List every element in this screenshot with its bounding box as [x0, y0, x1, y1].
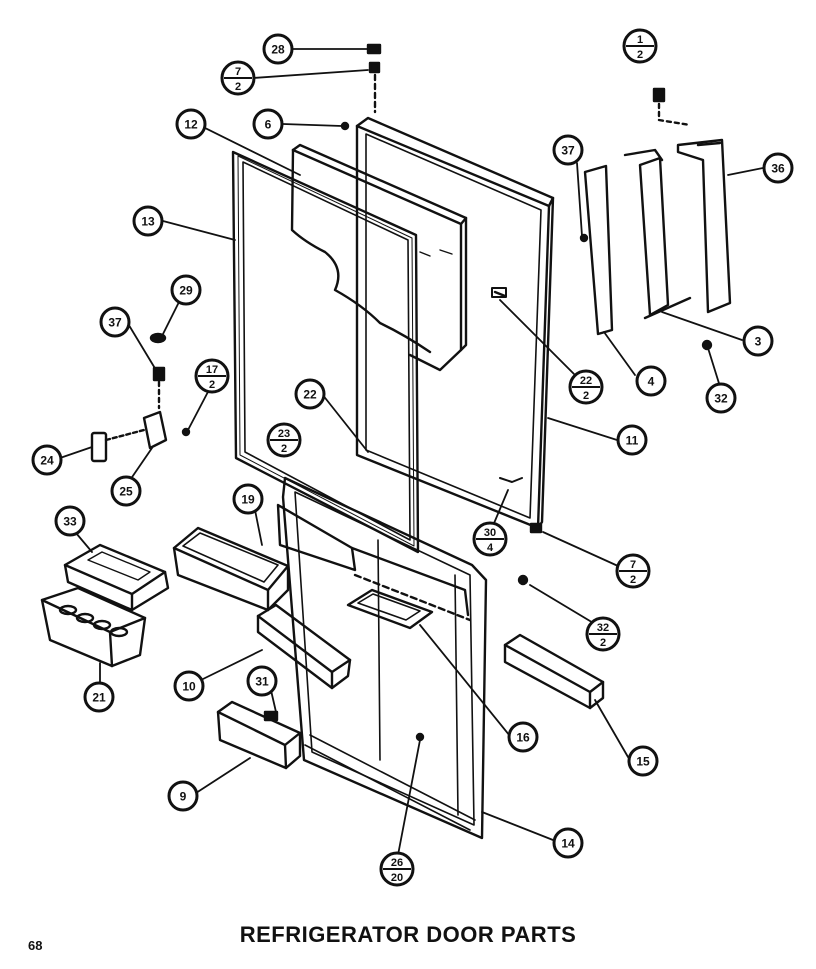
callout-1: 21 [622, 28, 658, 64]
callout-quantity: 20 [391, 872, 403, 884]
callout-label: 17 [206, 364, 218, 376]
callout-label: 32 [714, 392, 728, 406]
callout-4: 4 [635, 365, 667, 397]
diagram-title: REFRIGERATOR DOOR PARTS [239, 922, 577, 947]
right-shelf [503, 574, 605, 710]
callout-14: 14 [552, 827, 584, 859]
callout-11: 11 [616, 424, 648, 456]
callout-9: 9 [167, 780, 199, 812]
page-number: 68 [28, 938, 43, 953]
leader-lines [59, 48, 764, 856]
callout-label: 31 [255, 675, 269, 689]
bottom-bin [216, 700, 302, 770]
door-shelf [256, 603, 352, 690]
callout-22: 22 [294, 378, 326, 410]
callout-32: 32 [705, 382, 737, 414]
callout-label: 30 [484, 527, 496, 539]
callout-33: 33 [54, 505, 86, 537]
callout-label: 23 [278, 428, 290, 440]
insulation-liner [290, 143, 468, 372]
callout-label: 26 [391, 857, 403, 869]
callout-19: 19 [232, 483, 264, 515]
callout-label: 21 [92, 691, 106, 705]
callout-15: 15 [627, 745, 659, 777]
callout-label: 11 [626, 434, 639, 448]
callout-21: 21 [83, 681, 115, 713]
callout-16: 16 [507, 721, 539, 753]
callout-quantity: 2 [630, 574, 636, 586]
callout-label: 6 [265, 118, 272, 132]
callout-label: 25 [119, 485, 133, 499]
callout-30: 430 [472, 521, 508, 557]
callout-label: 7 [630, 559, 636, 571]
tray-cover [63, 543, 170, 612]
callout-22: 222 [568, 369, 604, 405]
callout-12: 12 [175, 108, 207, 140]
callout-32: 232 [585, 616, 621, 652]
callout-quantity: 4 [487, 542, 494, 554]
callout-3: 3 [742, 325, 774, 357]
callout-label: 22 [303, 388, 317, 402]
callout-37: 37 [552, 134, 584, 166]
callout-label: 14 [561, 837, 575, 851]
callout-29: 29 [170, 274, 202, 306]
callout-quantity: 2 [583, 390, 589, 402]
left-hinge-assembly [90, 332, 191, 463]
callout-label: 16 [516, 731, 530, 745]
callout-13: 13 [132, 205, 164, 237]
callout-36: 36 [762, 152, 794, 184]
callout-25: 25 [110, 475, 142, 507]
callout-quantity: 2 [637, 49, 643, 61]
callout-label: 12 [184, 118, 198, 132]
callout-label: 3 [755, 335, 762, 349]
callout-23: 223 [266, 422, 302, 458]
callout-31: 31 [246, 665, 278, 697]
callout-label: 37 [561, 144, 575, 158]
callout-quantity: 2 [235, 81, 241, 93]
callout-label: 36 [771, 162, 785, 176]
callout-7: 27 [615, 553, 651, 589]
door-gasket [231, 150, 420, 554]
callout-24: 24 [31, 444, 63, 476]
callout-label: 29 [179, 284, 193, 298]
callout-label: 19 [241, 493, 255, 507]
small-tray [346, 588, 434, 630]
callout-7: 27 [220, 60, 256, 96]
hinge-bracket-assembly [579, 87, 732, 351]
callout-28: 28 [262, 33, 294, 65]
callout-label: 13 [141, 215, 155, 229]
callout-label: 9 [180, 790, 187, 804]
callout-label: 10 [182, 680, 196, 694]
callout-label: 37 [108, 316, 122, 330]
outer-door-panel [340, 116, 555, 534]
callout-label: 24 [40, 454, 54, 468]
top-screw-stack [366, 43, 382, 114]
callout-37: 37 [99, 306, 131, 338]
callout-10: 10 [173, 670, 205, 702]
callout-quantity: 2 [281, 443, 287, 455]
egg-tray [40, 586, 147, 668]
callout-label: 33 [63, 515, 77, 529]
callout-label: 7 [235, 66, 241, 78]
callout-label: 15 [636, 755, 650, 769]
butter-bin [172, 526, 290, 612]
callout-quantity: 2 [209, 379, 215, 391]
callout-label: 22 [580, 375, 592, 387]
callout-17: 217 [194, 358, 230, 394]
callout-label: 28 [271, 43, 285, 57]
inner-door-liner [276, 476, 488, 840]
callout-label: 32 [597, 622, 609, 634]
callout-label: 1 [637, 34, 643, 46]
callout-6: 6 [252, 108, 284, 140]
callout-label: 4 [648, 375, 655, 389]
callout-quantity: 2 [600, 637, 606, 649]
